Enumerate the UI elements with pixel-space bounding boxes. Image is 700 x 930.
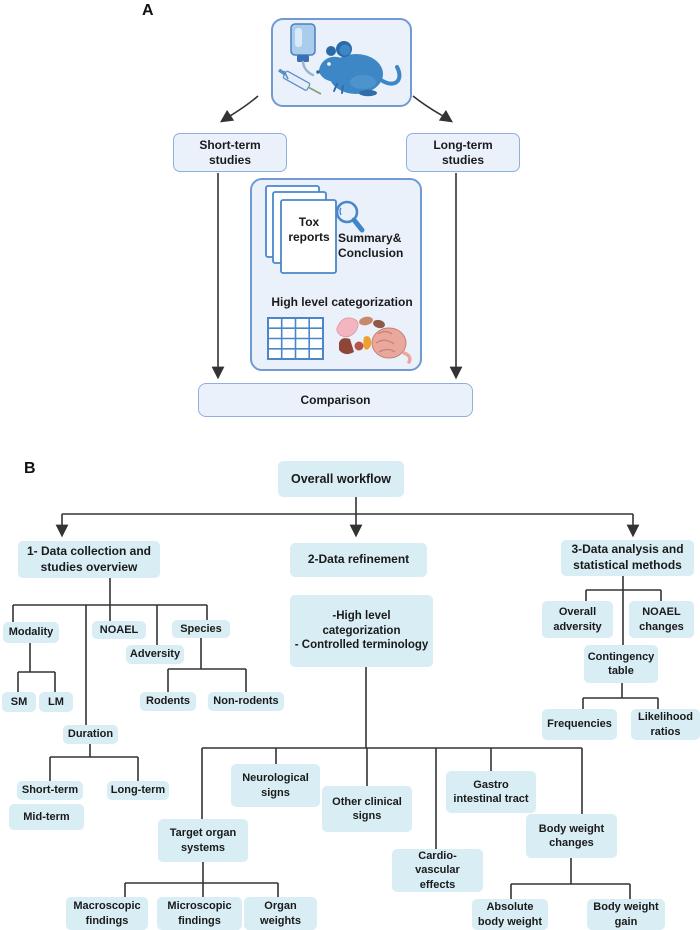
target-organ-systems-box: Target organ systems [158, 819, 248, 862]
summary-conclusion-label: Summary& Conclusion [338, 231, 404, 260]
col3-header-box: 3-Data analysis and statistical methods [561, 540, 694, 576]
table-icon [267, 317, 324, 360]
panel-a-label: A [142, 2, 154, 19]
neurological-signs-box: Neurological signs [231, 764, 320, 807]
magnifier-icon [335, 200, 365, 233]
organs-icon [336, 316, 412, 364]
mouse-icon [278, 23, 402, 97]
sm-box: SM [2, 692, 36, 712]
cardiovascular-effects-box: Cardio- vascular effects [392, 849, 483, 892]
col2-header-box: 2-Data refinement [290, 543, 427, 577]
lm-box: LM [39, 692, 73, 712]
col1-header-box: 1- Data collection and studies overview [18, 541, 160, 578]
duration-box: Duration [63, 725, 118, 744]
adversity-box: Adversity [126, 645, 184, 664]
documents-icon [265, 185, 337, 274]
refinement-box: -High level categorization - Controlled … [290, 595, 433, 667]
other-clinical-signs-box: Other clinical signs [322, 786, 412, 832]
panel-b-label: B [24, 460, 36, 477]
short-term-box: Short-term [17, 781, 83, 800]
non-rodents-box: Non-rodents [208, 692, 284, 711]
rodents-box: Rodents [140, 692, 196, 711]
noael-changes-box: NOAEL changes [629, 601, 694, 638]
modality-box: Modality [3, 622, 59, 643]
likelihood-ratios-box: Likelihood ratios [631, 709, 700, 740]
frequencies-box: Frequencies [542, 709, 617, 740]
overall-adversity-box: Overall adversity [542, 601, 613, 638]
syringe-icon [278, 68, 322, 95]
body-weight-changes-box: Body weight changes [526, 814, 617, 858]
microscopic-findings-box: Microscopic findings [157, 897, 242, 930]
long-term-studies-box: Long-term studies [406, 133, 520, 172]
tox-reports-label: Tox reports [288, 215, 330, 244]
species-box: Species [172, 620, 230, 638]
water-bottle-icon [290, 23, 316, 77]
long-term-box: Long-term [107, 781, 169, 800]
contingency-table-box: Contingency table [584, 645, 658, 683]
short-term-studies-box: Short-term studies [173, 133, 287, 172]
organ-weights-box: Organ weights [244, 897, 317, 930]
absolute-body-weight-box: Absolute body weight [472, 899, 548, 930]
high-level-label: High level categorization [271, 295, 413, 309]
noael-box: NOAEL [92, 621, 146, 639]
comparison-box: Comparison [198, 383, 473, 417]
body-weight-gain-box: Body weight gain [587, 899, 665, 930]
overall-workflow-box: Overall workflow [278, 461, 404, 497]
gastro-intestinal-box: Gastro intestinal tract [446, 771, 536, 813]
macroscopic-findings-box: Macroscopic findings [66, 897, 148, 930]
mid-term-box: Mid-term [9, 804, 84, 830]
